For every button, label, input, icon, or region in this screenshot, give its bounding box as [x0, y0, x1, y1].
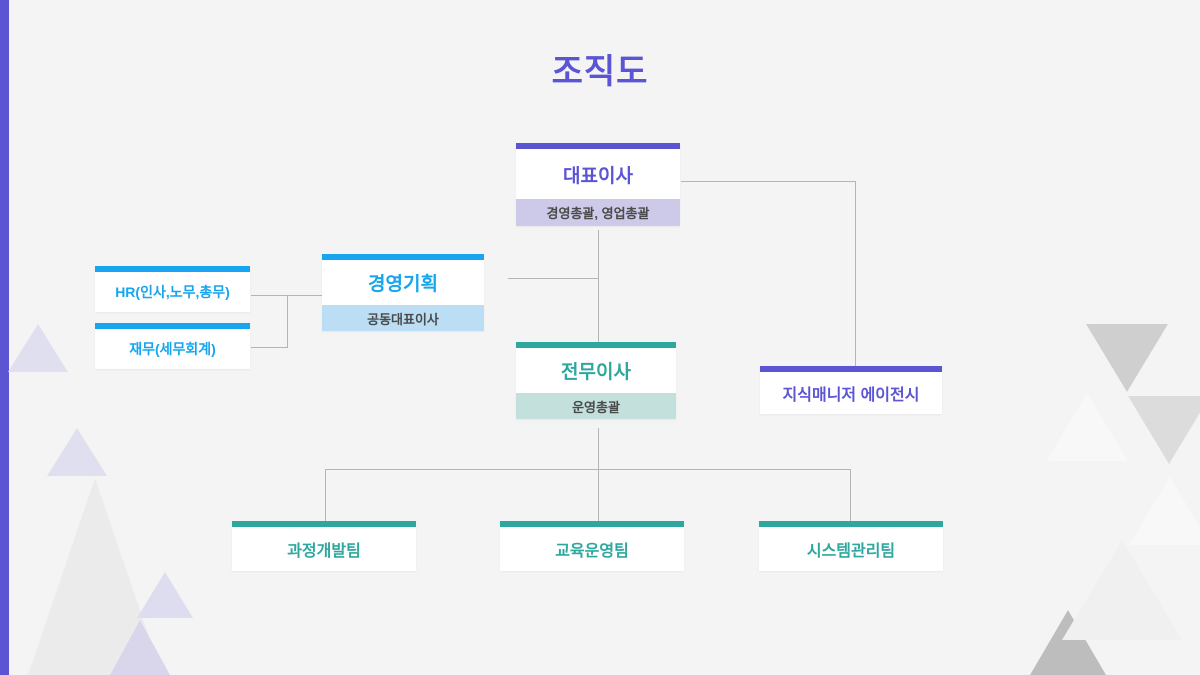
org-node-label: 시스템관리팀 — [806, 543, 896, 560]
connector-ceo-to-planning — [508, 278, 599, 279]
page-title: 조직도 — [551, 53, 649, 91]
connector-to-team-3 — [850, 469, 851, 521]
org-node-team[interactable]: 교육운영팀 — [500, 521, 684, 571]
decorative-triangle-down — [1086, 324, 1168, 392]
connector-director-to-teams-vertical — [598, 428, 599, 480]
org-node-label: 교육운영팀 — [555, 543, 629, 560]
org-node-label: 전무이사 — [561, 362, 631, 383]
connector-ceo-to-agency-vertical — [855, 181, 856, 367]
decorative-triangle-up — [28, 478, 162, 675]
org-node-label: 경영기획 — [368, 274, 438, 295]
connector-left-branch-vertical — [287, 295, 288, 347]
node-accent-bar — [500, 521, 684, 527]
connector-planning-to-left-branch — [287, 295, 323, 296]
connector-teams-horizontal — [325, 469, 850, 470]
node-accent-bar — [232, 521, 416, 527]
org-node-finance[interactable]: 재무(세무회계) — [95, 323, 250, 369]
org-node-planning[interactable]: 경영기획 공동대표이사 — [322, 254, 484, 331]
org-node-agency[interactable]: 지식매니저 에이전시 — [760, 366, 942, 414]
org-node-ceo[interactable]: 대표이사 경영총괄, 영업총괄 — [516, 143, 680, 226]
connector-to-team-1 — [325, 469, 326, 521]
decorative-triangle-up — [47, 428, 107, 476]
node-accent-bar — [322, 254, 484, 260]
node-accent-bar — [759, 521, 943, 527]
decorative-triangle-down — [1128, 396, 1200, 464]
node-accent-bar — [760, 366, 942, 372]
decorative-triangle-up — [1062, 540, 1182, 640]
org-node-subtitle: 공동대표이사 — [322, 305, 484, 331]
org-node-label: 재무(세무회계) — [129, 341, 216, 357]
org-node-label: HR(인사,노무,총무) — [115, 284, 230, 300]
decorative-triangle-up — [1046, 393, 1128, 461]
org-node-team[interactable]: 시스템관리팀 — [759, 521, 943, 571]
decorative-triangle-up — [1129, 477, 1200, 545]
decorative-triangle-up — [137, 572, 193, 618]
connector-ceo-to-director — [598, 230, 599, 342]
org-node-subtitle: 운영총괄 — [516, 393, 676, 419]
connector-branch-to-finance — [251, 347, 288, 348]
connector-branch-to-hr — [251, 295, 288, 296]
decorative-triangle-up — [110, 620, 170, 675]
node-accent-bar — [95, 266, 250, 272]
decorative-triangle-up — [1030, 610, 1106, 675]
org-node-label: 대표이사 — [563, 165, 633, 187]
node-accent-bar — [95, 323, 250, 329]
connector-to-team-2 — [598, 469, 599, 521]
node-accent-bar — [516, 342, 676, 348]
org-node-subtitle: 경영총괄, 영업총괄 — [516, 199, 680, 226]
org-node-hr[interactable]: HR(인사,노무,총무) — [95, 266, 250, 312]
org-node-label: 과정개발팀 — [287, 543, 361, 560]
org-node-label: 지식매니저 에이전시 — [782, 387, 920, 404]
decorative-triangle-up — [8, 324, 68, 372]
org-node-director[interactable]: 전무이사 운영총괄 — [516, 342, 676, 419]
left-accent-bar — [0, 0, 9, 675]
node-accent-bar — [516, 143, 680, 149]
connector-ceo-to-agency-horizontal — [681, 181, 855, 182]
org-node-team[interactable]: 과정개발팀 — [232, 521, 416, 571]
